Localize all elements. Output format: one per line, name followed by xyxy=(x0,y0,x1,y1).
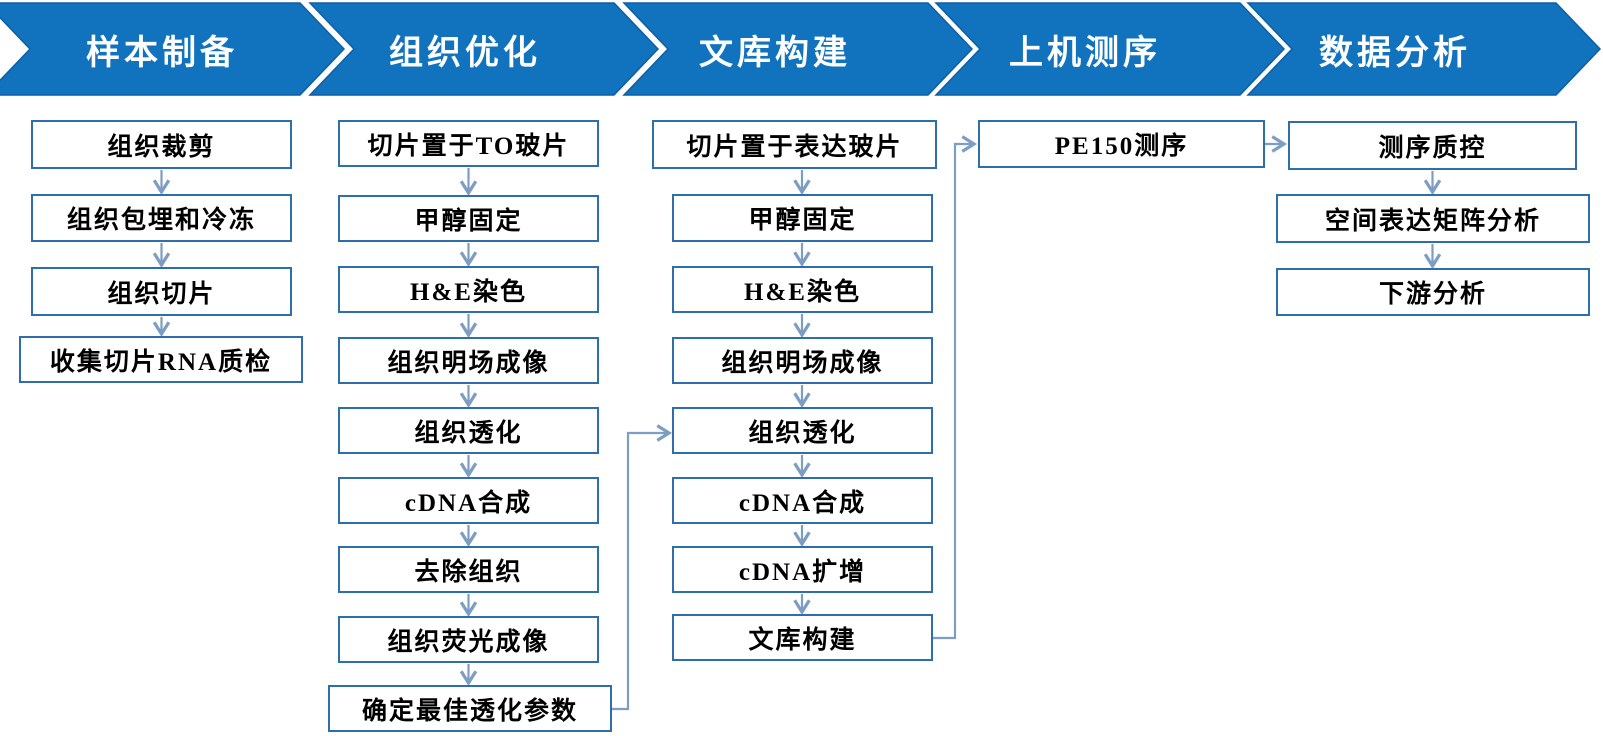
step-library-1: 甲醇固定 xyxy=(672,194,933,242)
step-library-2: H&E染色 xyxy=(672,266,933,313)
step-sample-prep-2: 组织切片 xyxy=(31,267,292,316)
phase-label-library-construction: 文库构建 xyxy=(699,34,851,72)
step-library-3: 组织明场成像 xyxy=(672,337,933,384)
step-tissue-opt-4: 组织透化 xyxy=(338,407,599,454)
elbow-connector-to-permeabilization xyxy=(612,424,673,711)
step-tissue-opt-0: 切片置于TO玻片 xyxy=(338,120,599,167)
step-sample-prep-0: 组织裁剪 xyxy=(31,120,292,169)
elbow-connector-to-sequencing xyxy=(933,135,978,640)
step-tissue-opt-2: H&E染色 xyxy=(338,266,599,313)
step-analysis-0: 测序质控 xyxy=(1288,121,1577,170)
step-tissue-opt-3: 组织明场成像 xyxy=(338,337,599,384)
step-tissue-opt-1: 甲醇固定 xyxy=(338,195,599,242)
step-library-7: 文库构建 xyxy=(672,614,933,661)
step-tissue-opt-8: 确定最佳透化参数 xyxy=(328,685,612,732)
step-sequencing-0: PE150测序 xyxy=(978,120,1265,168)
step-tissue-opt-7: 组织荧光成像 xyxy=(338,616,599,663)
step-library-4: 组织透化 xyxy=(672,407,933,454)
step-sample-prep-1: 组织包埋和冷冻 xyxy=(31,194,292,242)
step-sample-prep-3: 收集切片RNA质检 xyxy=(19,336,303,383)
step-library-5: cDNA合成 xyxy=(672,477,933,524)
step-tissue-opt-5: cDNA合成 xyxy=(338,477,599,524)
phase-label-tissue-optimization: 组织优化 xyxy=(389,34,541,72)
step-analysis-1: 空间表达矩阵分析 xyxy=(1276,194,1590,243)
phase-label-data-analysis: 数据分析 xyxy=(1319,34,1471,72)
step-tissue-opt-6: 去除组织 xyxy=(338,546,599,593)
phase-label-sample-prep: 样本制备 xyxy=(86,34,238,72)
step-library-0: 切片置于表达玻片 xyxy=(652,120,937,169)
step-library-6: cDNA扩增 xyxy=(672,546,933,593)
step-analysis-2: 下游分析 xyxy=(1276,268,1590,316)
phase-label-sequencing: 上机测序 xyxy=(1009,34,1161,72)
